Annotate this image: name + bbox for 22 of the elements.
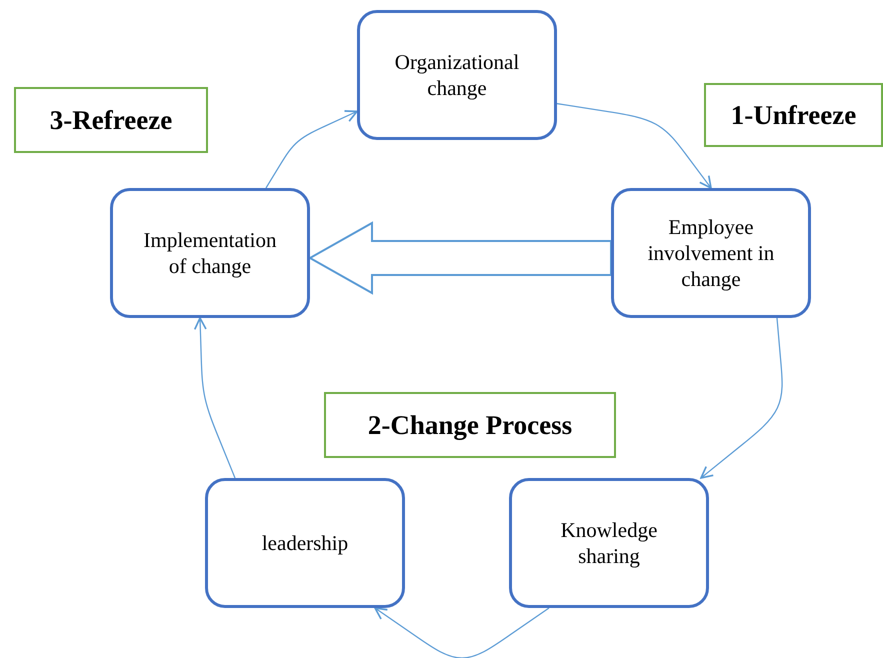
stage-label-box <box>704 83 883 147</box>
node-label: leadership <box>262 530 348 556</box>
node-label: Employee involvement in change <box>646 214 776 292</box>
node-label: Knowledge sharing <box>560 516 658 570</box>
process-box <box>205 478 405 608</box>
stage-label-box <box>14 87 208 153</box>
node-label: Organizational change <box>394 48 520 102</box>
curved-arrow <box>265 110 358 188</box>
stage-title: 1-Unfreeze <box>730 100 856 130</box>
stage-title: 3-Refreeze <box>50 104 172 136</box>
node-label: Implementation of change <box>142 226 278 280</box>
process-box <box>110 188 310 318</box>
block-arrow <box>308 221 612 295</box>
stage-label-box <box>324 392 616 458</box>
stage-title: 2-Change Process <box>368 410 572 440</box>
curved-arrow <box>700 318 783 479</box>
process-box <box>357 10 557 140</box>
process-box <box>509 478 709 608</box>
curved-arrow <box>556 103 712 189</box>
curved-arrow <box>374 607 550 658</box>
process-box <box>611 188 811 318</box>
curved-arrow <box>194 317 236 478</box>
